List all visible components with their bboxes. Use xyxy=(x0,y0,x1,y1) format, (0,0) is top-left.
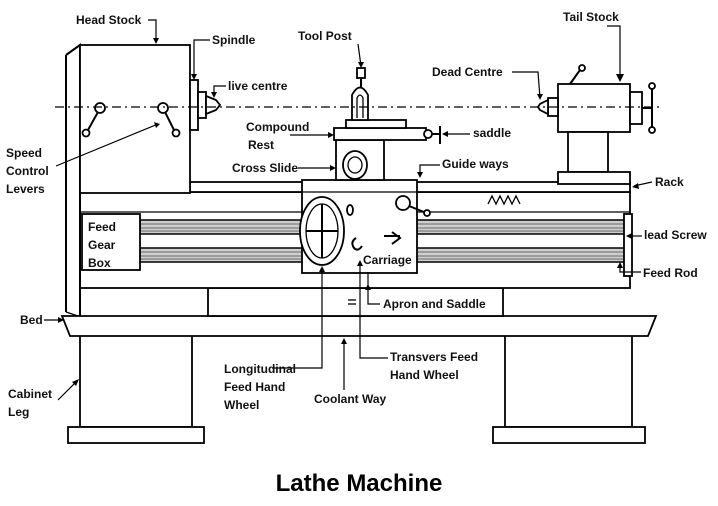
bed xyxy=(60,315,658,337)
label-coolant-way: Coolant Way xyxy=(314,392,387,406)
label-guide-ways: Guide ways xyxy=(442,157,509,171)
label-lead-screw: lead Screw xyxy=(644,228,707,242)
spindle xyxy=(189,79,222,131)
label-compound-rest-1: Compound xyxy=(246,120,309,134)
label-tail-stock: Tail Stock xyxy=(563,10,619,24)
compound-rest xyxy=(333,119,441,144)
leader-lines xyxy=(44,19,653,401)
label-live-centre: live centre xyxy=(228,79,288,93)
label-bed: Bed xyxy=(20,313,43,327)
coolant-way xyxy=(207,287,504,317)
label-rack: Rack xyxy=(655,175,684,189)
speed-control-levers xyxy=(81,102,181,138)
label-speed-control-levers-2: Control xyxy=(6,164,49,178)
cabinet-leg-right xyxy=(492,334,646,444)
label-longitudinal-feed-hand-wheel-1: Longitudinal xyxy=(224,362,296,376)
label-cabinet-leg-1: Cabinet xyxy=(8,387,52,401)
label-speed-control-levers-1: Speed xyxy=(6,146,42,160)
label-cabinet-leg-2: Leg xyxy=(8,405,29,419)
label-longitudinal-feed-hand-wheel-3: Wheel xyxy=(224,398,259,412)
lathe-drawing xyxy=(55,43,662,444)
label-transvers-feed-hand-wheel-1: Transvers Feed xyxy=(390,350,478,364)
head-stock xyxy=(65,43,191,317)
label-feed-gear-box-1: Feed xyxy=(88,220,116,234)
diagram-title: Lathe Machine xyxy=(276,470,443,497)
label-head-stock: Head Stock xyxy=(76,13,142,27)
label-saddle: saddle xyxy=(473,126,511,140)
tail-stock xyxy=(536,64,656,185)
carriage xyxy=(299,179,431,274)
label-feed-rod: Feed Rod xyxy=(643,266,698,280)
label-speed-control-levers-3: Levers xyxy=(6,182,45,196)
label-tool-post: Tool Post xyxy=(298,29,352,43)
label-cross-slide: Cross Slide xyxy=(232,161,298,175)
feed-gear-box xyxy=(81,213,141,271)
guide-ways-spring xyxy=(487,194,521,206)
labels: Head Stock Spindle Tool Post Tail Stock … xyxy=(6,10,707,419)
label-apron-and-saddle: Apron and Saddle xyxy=(383,297,486,311)
cabinet-leg-left xyxy=(67,334,205,444)
label-transvers-feed-hand-wheel-2: Hand Wheel xyxy=(390,368,459,382)
cross-slide xyxy=(335,139,385,181)
label-compound-rest-2: Rest xyxy=(248,138,274,152)
label-carriage: Carriage xyxy=(363,253,412,267)
label-feed-gear-box-2: Gear xyxy=(88,238,116,252)
label-spindle: Spindle xyxy=(212,33,256,47)
label-feed-gear-box-3: Box xyxy=(88,256,111,270)
tool-post xyxy=(351,67,369,121)
label-dead-centre: Dead Centre xyxy=(432,65,503,79)
label-longitudinal-feed-hand-wheel-2: Feed Hand xyxy=(224,380,285,394)
